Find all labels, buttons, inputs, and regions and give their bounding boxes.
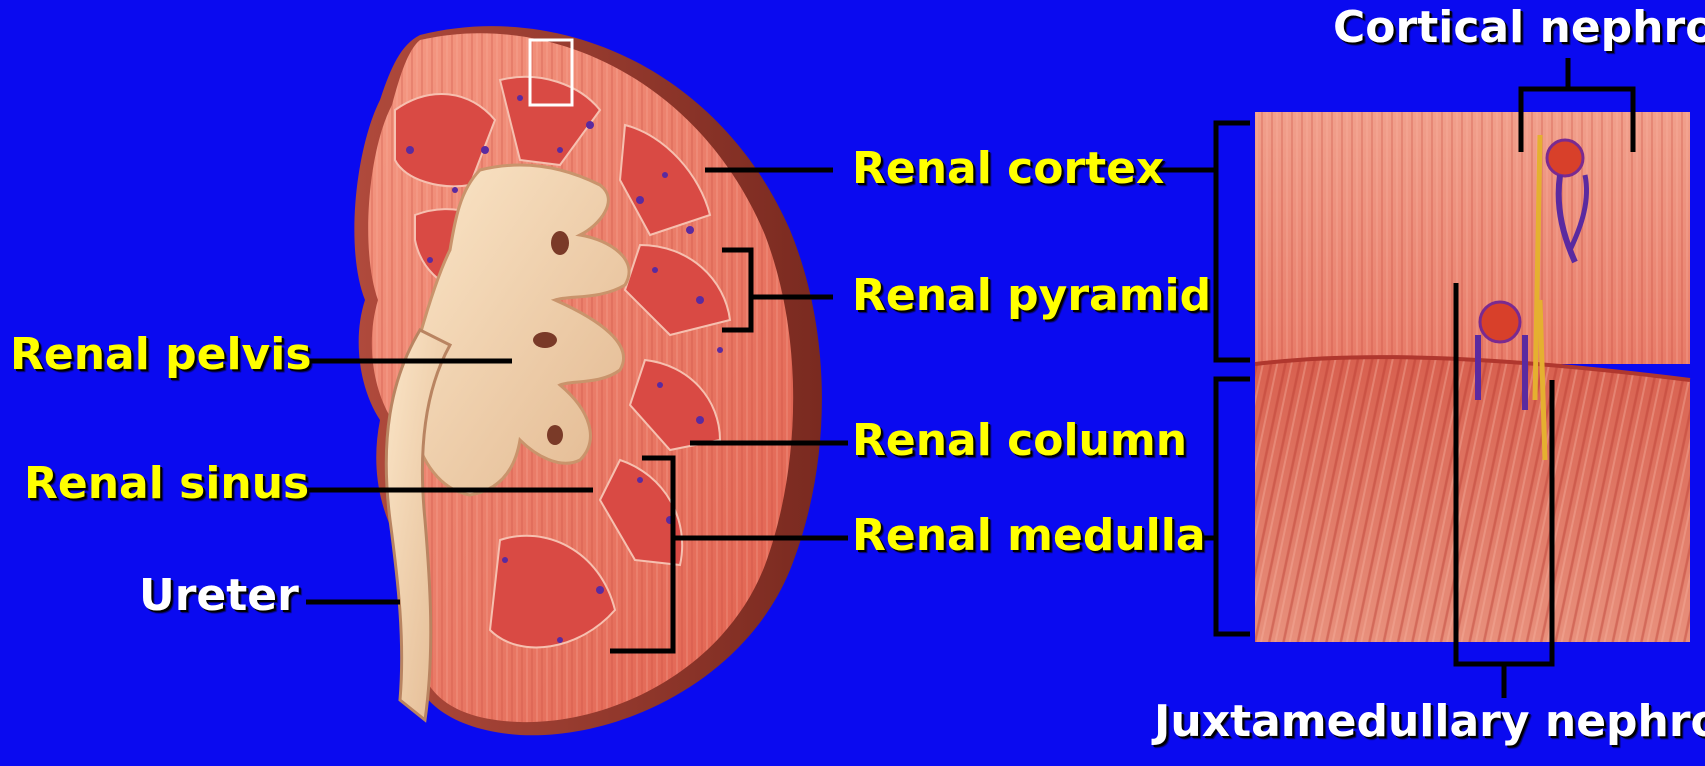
kidney-section [354,26,822,735]
label-cortical-nephron: Cortical nephron [1333,6,1705,50]
label-renal-pyramid: Renal pyramid [852,274,1211,318]
label-renal-column: Renal column [852,419,1187,463]
label-renal-pelvis: Renal pelvis [10,333,312,377]
bracket-medulla-panel [1216,379,1250,634]
label-renal-sinus: Renal sinus [24,462,309,506]
label-juxtamedullary-nephron: Juxtamedullary nephron [1154,700,1705,744]
bracket-cortex-panel [1216,123,1250,360]
label-renal-cortex: Renal cortex [852,147,1164,191]
magnified-tissue-panel [1255,112,1690,642]
label-renal-medulla: Renal medulla [852,514,1206,558]
label-ureter: Ureter [139,574,299,618]
